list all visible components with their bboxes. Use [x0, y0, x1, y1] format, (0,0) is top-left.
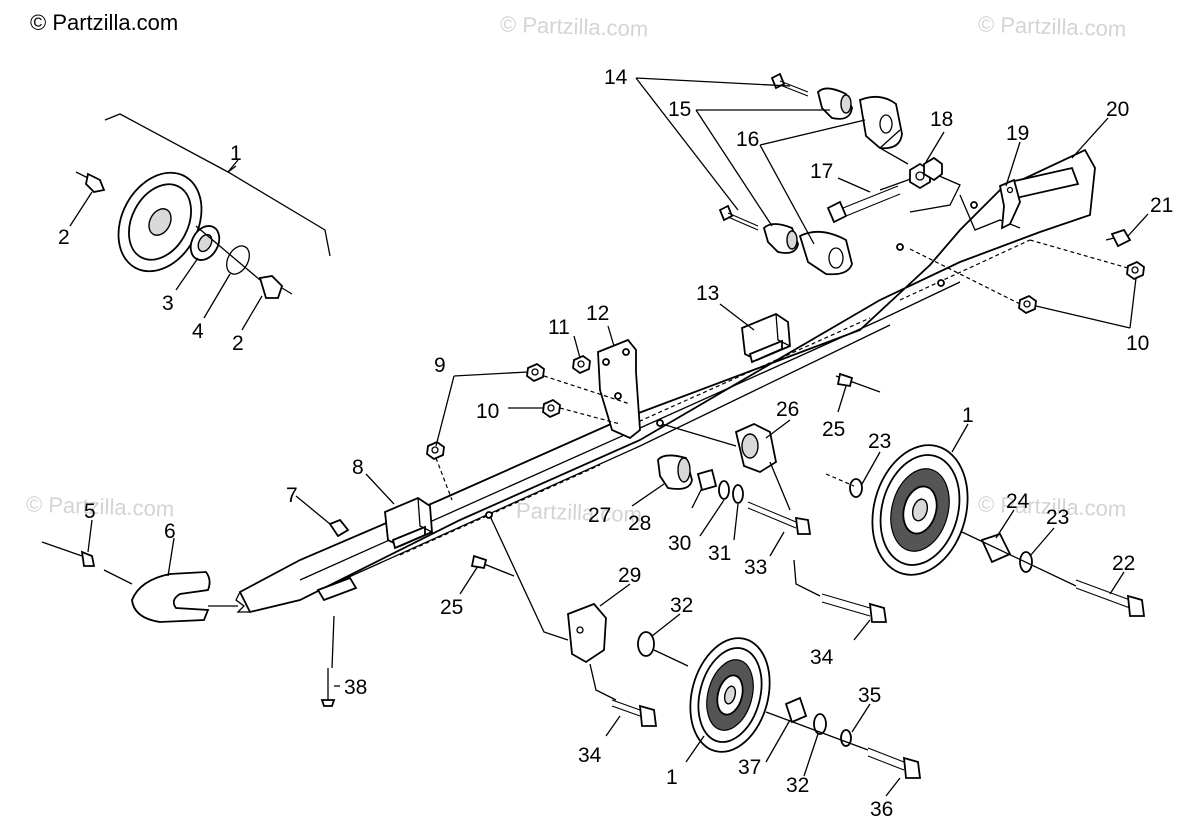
roller-27 [657, 454, 693, 490]
callout-5: 5 [84, 500, 96, 523]
bolt-36 [867, 747, 922, 779]
rivet-38 [320, 668, 336, 707]
bracket-12 [597, 338, 641, 440]
callout-35: 35 [858, 684, 881, 707]
bolt-34-upper [821, 593, 888, 623]
callout-1: 1 [666, 766, 678, 789]
callout-30: 30 [668, 532, 691, 555]
callout-4: 4 [192, 320, 204, 343]
bracket-29 [567, 602, 607, 664]
spacer-37 [784, 696, 852, 747]
wear-clip-8 [384, 496, 433, 550]
washer-32-left [637, 631, 655, 657]
callout-31: 31 [708, 542, 731, 565]
callout-labels: 1 2 3 4 2 14 15 16 17 18 19 20 21 10 13 … [58, 66, 1173, 821]
idler-wheel-right [849, 444, 969, 576]
callout-33: 33 [744, 556, 767, 579]
callout-19: 19 [1006, 122, 1029, 145]
callout-24: 24 [1006, 490, 1030, 513]
callout-32: 32 [786, 774, 809, 797]
wear-clip-13 [741, 312, 791, 364]
callout-7: 7 [286, 484, 298, 507]
leader-lines [69, 77, 1149, 797]
callout-15: 15 [668, 98, 691, 121]
callout-14: 14 [604, 66, 628, 89]
callout-18: 18 [930, 108, 953, 131]
callout-16: 16 [736, 128, 759, 151]
callout-12: 12 [586, 302, 609, 325]
callout-34: 34 [810, 646, 834, 669]
bolt-22 [1075, 579, 1146, 617]
callout-34: 34 [578, 744, 602, 767]
callout-3: 3 [162, 292, 174, 315]
bolt-34-lower [611, 699, 658, 727]
callout-1: 1 [230, 142, 242, 165]
callout-29: 29 [618, 564, 641, 587]
callout-13: 13 [696, 282, 719, 305]
nuts-right [1018, 260, 1145, 315]
callout-36: 36 [870, 798, 893, 821]
callout-20: 20 [1106, 98, 1129, 121]
callout-32: 32 [670, 594, 693, 617]
callout-21: 21 [1150, 194, 1173, 217]
callout-2: 2 [58, 226, 70, 249]
spacer-bolt-group [718, 72, 1132, 276]
washers-30-31 [718, 480, 744, 504]
clip-7 [328, 518, 350, 538]
callout-27: 27 [588, 504, 611, 527]
idler-wheel-lower [689, 637, 771, 753]
callout-10: 10 [476, 400, 499, 423]
callout-11: 11 [548, 316, 570, 339]
callout-1: 1 [962, 404, 974, 427]
callout-6: 6 [164, 520, 176, 543]
callout-38: 38 [344, 676, 367, 699]
callout-26: 26 [776, 398, 799, 421]
spacer-28 [696, 468, 718, 492]
callout-25: 25 [440, 596, 463, 619]
wheel-assembly-upper-left [75, 113, 331, 299]
copyright-watermark: © Partzilla.com [30, 10, 179, 35]
callout-25: 25 [822, 418, 845, 441]
pivot-block-26 [734, 423, 778, 473]
callout-37: 37 [738, 756, 761, 779]
callout-9: 9 [434, 354, 446, 377]
callout-2: 2 [232, 332, 244, 355]
callout-28: 28 [628, 512, 651, 535]
nuts-left [426, 354, 591, 461]
slide-rail [235, 148, 1096, 614]
front-bumper-6 [131, 571, 211, 623]
callout-22: 22 [1112, 552, 1135, 575]
bolt-25-right [835, 372, 881, 393]
callout-23: 23 [868, 430, 891, 453]
bolt-33 [747, 501, 812, 535]
callout-10: 10 [1126, 332, 1149, 355]
callout-17: 17 [810, 160, 833, 183]
bolt-5 [41, 541, 96, 567]
bolt-25-left [470, 554, 515, 577]
callout-23: 23 [1046, 506, 1069, 529]
callout-8: 8 [352, 456, 364, 479]
